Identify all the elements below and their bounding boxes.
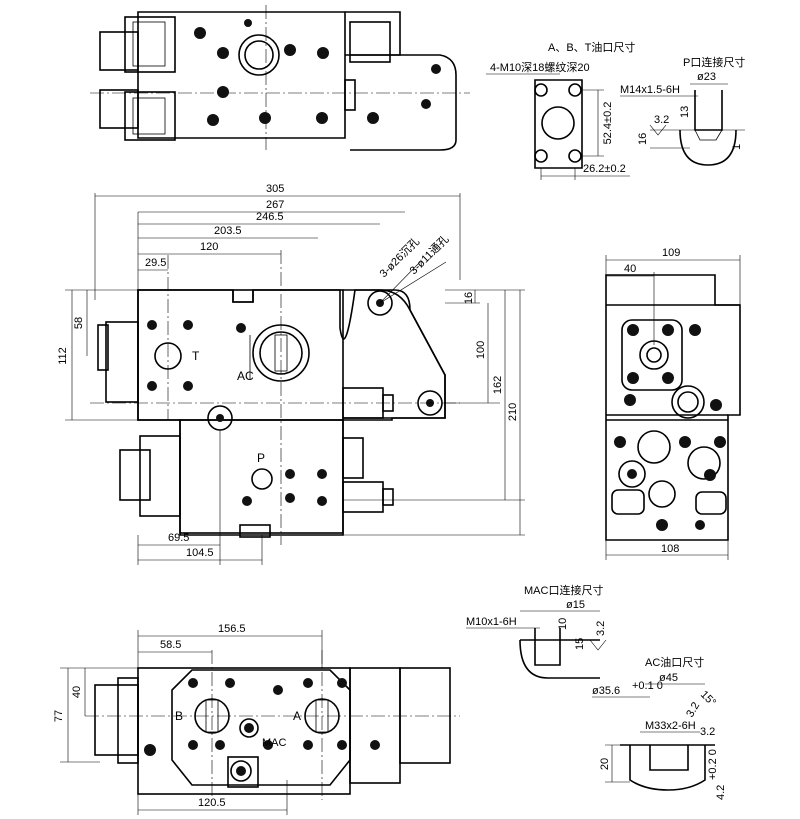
- top-dim-58-5: 58.5: [160, 639, 181, 651]
- port-mac-d10: 10: [557, 618, 569, 630]
- dim-58: 58: [73, 317, 85, 329]
- side-view: 109 40 108: [605, 247, 741, 560]
- port-mac-dia: ø15: [566, 599, 585, 611]
- port-ac-detail: AC油口尺寸 ø45 ø35.6 +0.1 0 15° M33x2-6H 3.2…: [592, 655, 727, 800]
- port-abt-title: A、B、T油口尺寸: [548, 40, 635, 54]
- port-ac-title: AC油口尺寸: [645, 655, 704, 669]
- label-ac: AC: [237, 369, 254, 383]
- dim-16: 16: [463, 292, 475, 304]
- dim-104-5: 104.5: [186, 547, 214, 559]
- port-ac-tol2: +0.2 0: [707, 749, 719, 780]
- port-ac-d20: 20: [599, 758, 611, 770]
- dim-100: 100: [475, 341, 487, 359]
- side-dim-40: 40: [624, 263, 636, 275]
- top-dim-40: 40: [71, 686, 83, 698]
- label-mac: MAC: [262, 737, 287, 749]
- dim-210: 210: [507, 403, 519, 421]
- side-dim-109: 109: [662, 247, 680, 259]
- port-ac-r2: 3.2: [700, 726, 715, 738]
- port-p-dia: ø23: [697, 71, 716, 83]
- port-p-rough: 3.2: [654, 114, 669, 126]
- port-mac-rough: 3.2: [595, 621, 607, 636]
- dim-69-5: 69.5: [168, 532, 189, 544]
- dim-112: 112: [57, 347, 69, 365]
- top-left-view: [90, 5, 470, 151]
- port-abt-thread: 4-M10深18螺纹深20: [490, 60, 590, 74]
- port-p-thread: M14x1.5-6H: [620, 84, 680, 96]
- dim-203-5: 203.5: [214, 225, 242, 237]
- port-ac-dia2: ø35.6: [592, 685, 620, 697]
- dim-29-5: 29.5: [145, 257, 166, 269]
- label-t: T: [192, 349, 200, 363]
- port-p-d16: 16: [637, 133, 649, 145]
- port-p-detail: P口连接尺寸 ø23 M14x1.5-6H 16 13 3.2 1: [620, 55, 745, 166]
- dim-162: 162: [492, 376, 504, 394]
- dim-305: 305: [266, 183, 284, 195]
- port-mac-thread: M10x1-6H: [466, 616, 517, 628]
- top-view: B A MAC 156.5 58.5 77 40 120.5: [53, 623, 460, 815]
- top-dim-120-5: 120.5: [198, 797, 226, 809]
- top-dim-156-5: 156.5: [218, 623, 246, 635]
- top-dim-77: 77: [53, 710, 65, 722]
- port-ac-d42: 4.2: [715, 785, 727, 800]
- port-p-title: P口连接尺寸: [683, 55, 745, 69]
- dim-120: 120: [200, 241, 218, 253]
- dim-246-5: 246.5: [256, 211, 284, 223]
- front-view: T AC P 305 267 246.5 203.5 120 29.5 3-ø2…: [57, 183, 525, 565]
- dim-267: 267: [266, 199, 284, 211]
- port-ac-thread: M33x2-6H: [645, 720, 696, 732]
- port-abt-detail: A、B、T油口尺寸 4-M10深18螺纹深20 52.4±0.2 26.2±0.…: [486, 40, 635, 180]
- port-mac-title: MAC口连接尺寸: [524, 583, 603, 597]
- side-dim-108: 108: [661, 543, 679, 555]
- label-p: P: [257, 451, 265, 465]
- port-mac-d15: 15: [574, 638, 586, 650]
- port-abt-dim-v: 52.4±0.2: [602, 102, 614, 145]
- port-mac-detail: MAC口连接尺寸 ø15 M10x1-6H 10 15 3.2: [466, 583, 607, 679]
- port-p-d13: 13: [679, 106, 691, 118]
- port-p-d1: 1: [731, 144, 743, 150]
- port-ac-dia: ø45: [659, 672, 678, 684]
- label-a: A: [293, 709, 301, 723]
- port-ac-r1: 3.2: [684, 700, 702, 719]
- port-ac-tol: +0.1 0: [632, 680, 663, 692]
- port-abt-dim-h: 26.2±0.2: [583, 163, 626, 175]
